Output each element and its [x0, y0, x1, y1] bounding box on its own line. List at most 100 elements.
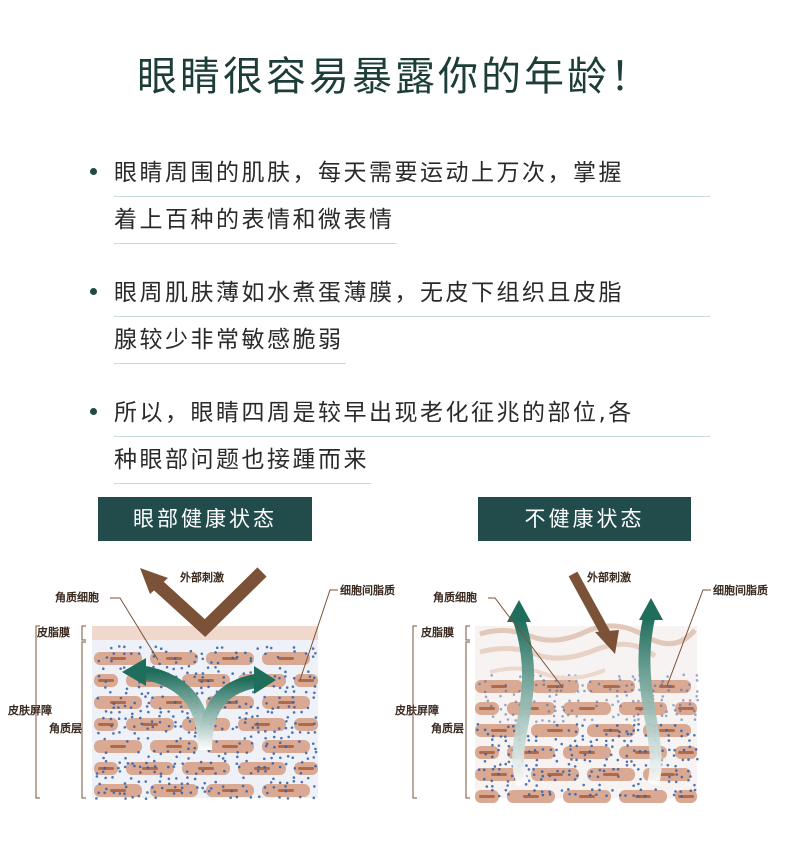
lipid-dot: [507, 760, 511, 764]
lipid-dot: [668, 748, 671, 752]
lipid-dot: [498, 767, 501, 771]
lipid-dot: [674, 764, 677, 768]
lipid-dot: [693, 783, 696, 787]
lipid-dot: [264, 744, 268, 748]
stratum-label: 角质层: [431, 721, 464, 735]
lipid-dot: [590, 744, 593, 748]
lipid-dot: [637, 782, 640, 786]
lipid-dot: [553, 754, 556, 757]
lipid-dot: [158, 720, 162, 724]
lipid-dot: [483, 690, 487, 694]
lipid-dot: [574, 792, 577, 796]
lipid-dot: [199, 760, 203, 764]
cell-nucleus: [98, 723, 114, 726]
lipid-dot: [104, 686, 107, 689]
lipid-dot: [312, 676, 316, 680]
lipid-dot: [201, 672, 205, 675]
lipid-dot: [102, 716, 105, 720]
lipid-dot: [491, 734, 495, 738]
lipid-dot: [687, 758, 690, 761]
lipid-dot: [625, 763, 629, 767]
lipid-dot: [541, 774, 545, 778]
bullet-line: 着上百种的表情和微表情: [114, 197, 397, 244]
lipid-dot: [314, 716, 318, 719]
lipid-dot: [667, 734, 670, 737]
cell-nucleus: [547, 729, 563, 732]
lipid-dot: [167, 777, 171, 781]
lipid-dot: [688, 739, 691, 742]
lipid-dot: [694, 713, 697, 717]
lipid-dot: [504, 788, 508, 792]
lipid-dot: [653, 684, 657, 688]
lipid-dot: [497, 772, 500, 776]
lipid-dot: [312, 756, 316, 759]
lipid-dot: [230, 789, 233, 793]
lipid-dot: [588, 750, 592, 753]
lipid-dot: [231, 656, 234, 660]
lipid-dot: [172, 667, 175, 671]
lipid-dot: [194, 772, 198, 775]
lipid-dot: [491, 788, 494, 792]
lipid-dot: [695, 679, 699, 682]
sebum-film-label: 皮脂膜: [420, 625, 454, 639]
lipid-dot: [525, 764, 528, 767]
lipid-dot: [688, 702, 692, 706]
lipid-dot: [249, 735, 253, 738]
lipid-dot: [497, 744, 501, 747]
lipid-dot: [105, 656, 109, 659]
lipid-dot: [504, 703, 507, 707]
lipid-dot: [680, 795, 683, 798]
lipid-dot: [661, 749, 664, 753]
lipid-dot: [123, 782, 127, 785]
lipid-dot: [610, 745, 614, 749]
lipid-dot: [534, 739, 538, 743]
sebum-bracket: [465, 625, 470, 641]
lipid-dot: [632, 763, 636, 767]
lipid-dot: [251, 726, 255, 729]
lipid-dot: [682, 673, 685, 677]
lipid-dot: [243, 737, 247, 740]
protection-arrowhead-left-icon: [122, 658, 146, 686]
lipid-dot: [167, 782, 171, 786]
lipid-dot: [194, 655, 198, 658]
lipid-dot: [237, 765, 241, 769]
lipid-dot: [685, 689, 689, 692]
lipid-dot: [278, 676, 281, 680]
lipid-dot: [605, 698, 608, 702]
lipid-dot: [581, 738, 585, 741]
lipid-dot: [180, 786, 184, 790]
lipid-dot: [126, 761, 130, 765]
lipid-dot: [138, 765, 142, 769]
lipid-dot: [284, 745, 288, 749]
lipid-dot: [110, 659, 113, 663]
lipid-dot: [159, 752, 163, 756]
lipid-dot: [279, 756, 282, 760]
lipid-dot: [576, 690, 580, 693]
lipid-dot: [130, 715, 134, 719]
lipid-dot: [573, 739, 577, 743]
lipid-dot: [201, 657, 205, 661]
lipid-dot: [124, 785, 128, 789]
lipid-dot: [568, 769, 571, 773]
lipid-dot: [209, 761, 213, 765]
lipid-dot: [486, 699, 490, 703]
lipid-dot: [186, 712, 189, 715]
lipid-dot: [291, 731, 294, 734]
lipid-dot: [137, 737, 140, 740]
bullet-line: 眼周肌肤薄如水煮蛋薄膜，无皮下组织且皮脂: [114, 270, 710, 317]
lipid-dot: [284, 726, 288, 730]
lipid-dot: [124, 691, 128, 695]
lipid-dot: [619, 704, 623, 708]
lipid-dot: [174, 661, 178, 664]
lipid-dot: [510, 774, 514, 778]
lipid-dot: [278, 696, 281, 700]
lipid-dot: [95, 772, 99, 775]
lipid-dot: [193, 735, 197, 738]
lipid-dot: [630, 688, 634, 692]
lipid-dot: [242, 672, 246, 675]
lipid-dot: [228, 701, 231, 704]
lipid-dot: [693, 733, 696, 737]
lipid-dot: [207, 679, 210, 683]
lipid-dot: [631, 699, 635, 703]
lipid-dot: [158, 707, 162, 710]
